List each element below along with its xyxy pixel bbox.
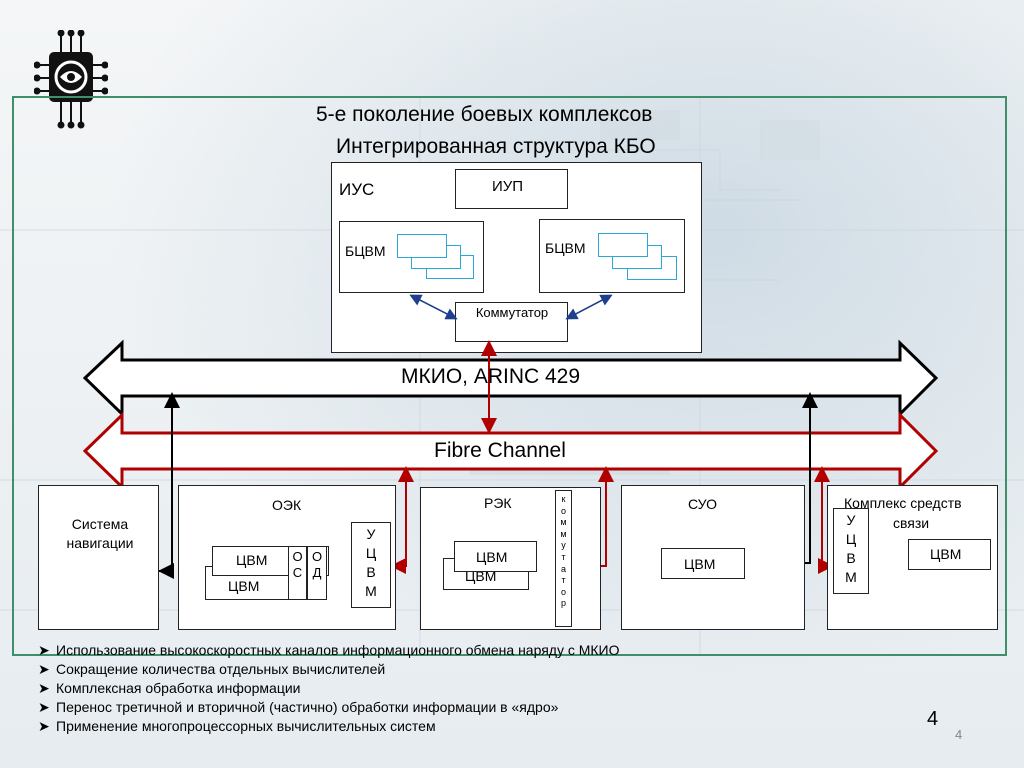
oek-cvm-front-label: ЦВМ [236, 552, 268, 568]
comm-ucvm-char-4: М [845, 569, 857, 585]
rek-switch-char: т [561, 551, 566, 562]
bcvm-right-label: БЦВМ [545, 240, 586, 256]
rek-switch-vertical: к о м м у т а т о р [555, 490, 572, 627]
oek-ucvm-char-2: Ц [365, 545, 377, 561]
rek-cvm-front-label: ЦВМ [476, 549, 508, 565]
bullet-arrow-icon: ➤ [38, 718, 50, 734]
bullet-text: Сокращение количества отдельных вычислит… [56, 661, 386, 677]
suo-cvm [661, 548, 745, 579]
bullet-item: ➤ Применение многопроцессорных вычислител… [38, 717, 738, 736]
suo-cvm-label: ЦВМ [684, 556, 716, 572]
comm-cvm-label: ЦВМ [930, 546, 962, 562]
oek-od-char-2: Д [312, 565, 322, 580]
bullet-arrow-icon: ➤ [38, 661, 50, 677]
rek-cvm-front [454, 541, 537, 572]
comm-cvm [908, 539, 991, 570]
bullet-list: ➤ Использование высокоскоростных каналов … [38, 641, 738, 736]
comm-ucvm-box: У Ц В М [833, 508, 869, 594]
oek-os-char-1: О [292, 549, 303, 564]
oek-os-box: О С [288, 546, 307, 600]
nav-mkio-link [159, 392, 180, 572]
bcvm-right-proc-1 [598, 233, 648, 257]
oek-ucvm-char-3: В [366, 564, 376, 580]
nav-block [38, 485, 159, 630]
bcvm-left-proc-1 [397, 234, 447, 258]
bullet-text: Использование высокоскоростных каналов и… [56, 642, 620, 658]
bullet-text: Применение многопроцессорных вычислитель… [56, 718, 436, 734]
title-line2: Интегрированная структура КБО [336, 135, 656, 158]
oek-ucvm-char-1: У [366, 526, 376, 542]
bullet-text: Комплексная обработка информации [56, 680, 301, 696]
rek-switch-char: т [561, 575, 566, 586]
rek-switch-char: а [560, 563, 566, 574]
bullet-arrow-icon: ➤ [38, 680, 50, 696]
comm-ucvm-char-1: У [846, 512, 856, 528]
switch-box [455, 302, 568, 342]
bullet-item: ➤ Комплексная обработка информации [38, 679, 738, 698]
rek-switch-char: о [560, 505, 566, 516]
ius-label: ИУС [339, 180, 375, 199]
title-line1: 5-е поколение боевых комплексов [316, 103, 653, 126]
fibre-bus-arrow [82, 411, 939, 491]
bullet-arrow-icon: ➤ [38, 642, 50, 658]
chip-logo-icon [34, 30, 108, 129]
fibre-bus-label: Fibre Channel [434, 439, 566, 462]
oek-os-char-2: С [292, 565, 303, 580]
oek-od-char-1: О [311, 549, 323, 564]
bullet-arrow-icon: ➤ [38, 699, 50, 715]
switch-label: Коммутатор [475, 305, 549, 320]
rek-switch-char: м [560, 517, 567, 528]
rek-switch-char: к [561, 494, 566, 504]
oek-od-box: О Д [307, 546, 327, 600]
bullet-item: ➤ Перенос третичной и вторичной (частично… [38, 698, 738, 717]
oek-ucvm-char-4: М [365, 583, 377, 599]
page-number-small: 4 [955, 727, 963, 742]
mkio-bus-arrow [82, 339, 939, 418]
content-frame [12, 96, 1007, 656]
bullet-item: ➤ Сокращение количества отдельных вычисли… [38, 660, 738, 679]
oek-label: ОЭК [272, 497, 302, 513]
rek-switch-char: о [560, 586, 566, 597]
rek-cvm-back-label: ЦВМ [465, 568, 497, 584]
page-number-large: 4 [927, 708, 939, 730]
bcvm-left-label: БЦВМ [345, 243, 386, 259]
iup-label: ИУП [492, 178, 524, 195]
nav-label: Система навигации [66, 516, 134, 551]
suo-label: СУО [688, 496, 717, 512]
iup-box [455, 169, 568, 209]
bullet-text: Перенос третичной и вторичной (частично)… [56, 699, 559, 715]
comm-label-line1: Комплекс средств [844, 495, 962, 511]
rek-switch-char: м [560, 528, 567, 539]
comm-ucvm-char-2: Ц [845, 531, 857, 547]
comm-label-line2: связи [893, 515, 930, 531]
rek-switch-char: р [560, 598, 566, 609]
rek-label: РЭК [484, 495, 512, 511]
oek-ucvm-box: У Ц В М [351, 522, 391, 608]
rek-switch-char: у [561, 540, 566, 551]
oek-cvm-back-label: ЦВМ [228, 578, 260, 594]
bullet-item: ➤ Использование высокоскоростных каналов … [38, 641, 738, 660]
comm-ucvm-char-3: В [846, 550, 856, 566]
mkio-bus-label: МКИО, ARINC 429 [401, 365, 581, 388]
